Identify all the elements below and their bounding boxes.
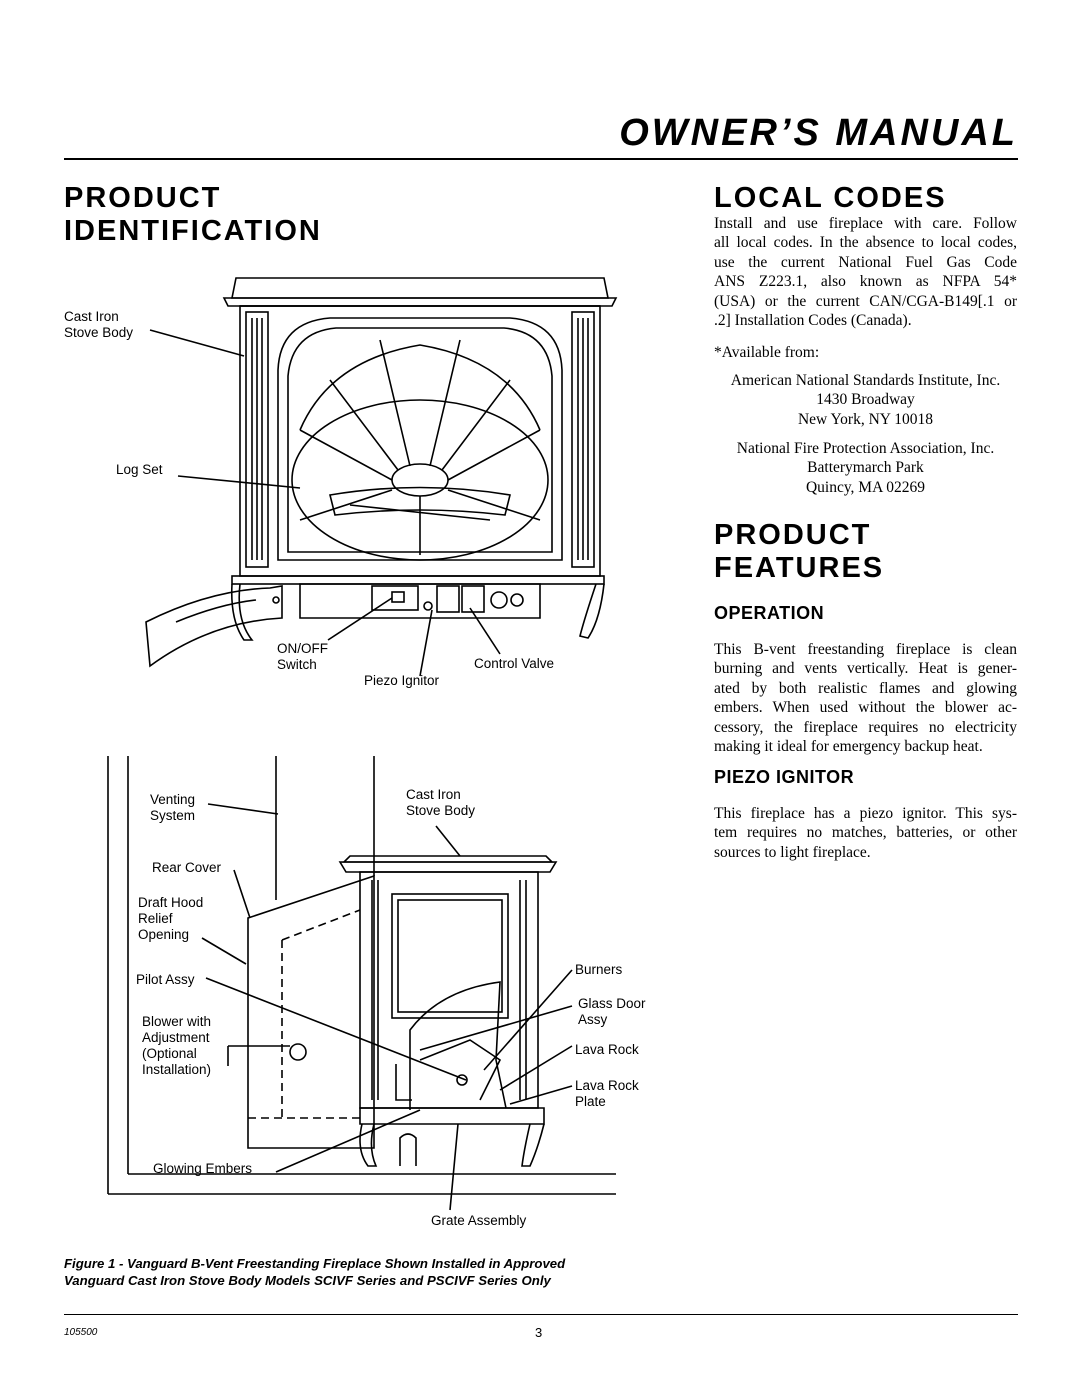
text-line: making it ideal for emergency backup hea… <box>714 738 983 756</box>
text-line: tem requires no matches, batteries, or o… <box>714 824 1017 842</box>
caption-line: Vanguard Cast Iron Stove Body Models SCI… <box>64 1273 551 1288</box>
caption-line: Figure 1 - Vanguard B-Vent Freestanding … <box>64 1256 566 1271</box>
label-glowing-embers: Glowing Embers <box>153 1161 253 1176</box>
text-line: Install and use fireplace with care. Fol… <box>714 215 1017 232</box>
text-line: (USA) or the current CAN/CGA-B149[.1 or <box>714 292 1017 310</box>
label-line: Stove Body <box>406 803 476 818</box>
label-line: Assy <box>578 1012 608 1027</box>
nfpa-address: National Fire Protection Association, In… <box>714 439 1017 497</box>
label-burners: Burners <box>575 962 623 977</box>
text-line: use the current National Fuel Gas Code <box>714 253 1017 271</box>
label-grate-assembly: Grate Assembly <box>431 1213 527 1228</box>
address-line: 1430 Broadway <box>816 391 915 409</box>
local-codes-heading: LOCAL CODES <box>714 182 947 214</box>
label-piezo-ignitor: Piezo Ignitor <box>364 673 440 688</box>
figure-caption: Figure 1 - Vanguard B-Vent Freestanding … <box>64 1255 565 1289</box>
label-line: Adjustment <box>142 1030 210 1045</box>
text-line: This fireplace has a piezo ignitor. This… <box>714 805 1017 822</box>
text-line: This B-vent freestanding fireplace is cl… <box>714 641 1017 658</box>
label-line: Glass Door <box>578 996 646 1011</box>
label-glass-door-assy: Glass Door Assy <box>578 996 646 1028</box>
text-line: ANS Z223.1, also known as NFPA 54* <box>714 273 1017 291</box>
text-line: embers. When used without the blower ac- <box>714 699 1017 717</box>
text-line: cessory, the fireplace requires no elect… <box>714 718 1017 736</box>
label-line: Switch <box>277 657 317 672</box>
label-line: Plate <box>575 1094 606 1109</box>
address-line: American National Standards Institute, I… <box>730 372 1001 389</box>
product-identification-heading: PRODUCT IDENTIFICATION <box>64 182 322 248</box>
label-line: (Optional <box>142 1046 197 1061</box>
heading-line: IDENTIFICATION <box>64 215 322 247</box>
label-log-set: Log Set <box>116 462 163 477</box>
address-line: New York, NY 10018 <box>797 410 934 428</box>
label-line: Cast Iron <box>406 787 461 802</box>
text-line: burning and vents vertically. Heat is ge… <box>714 660 1017 678</box>
address-line: Quincy, MA 02269 <box>805 478 926 496</box>
label-draft-hood-relief-opening: Draft Hood Relief Opening <box>138 895 203 943</box>
label-line: Lava Rock <box>575 1078 639 1093</box>
label-lava-rock: Lava Rock <box>575 1042 639 1057</box>
footer-rule <box>64 1314 1018 1315</box>
label-line: System <box>150 808 196 823</box>
ansi-address: American National Standards Institute, I… <box>714 371 1017 429</box>
address-line: National Fire Protection Association, In… <box>736 440 995 457</box>
label-lava-rock-plate: Lava Rock Plate <box>575 1078 639 1110</box>
local-codes-paragraph: Install and use fireplace with care. Fol… <box>714 214 1017 330</box>
label-line: Stove Body <box>64 325 134 340</box>
label-line: Cast Iron <box>64 309 119 324</box>
address-line: Batterymarch Park <box>807 459 924 477</box>
product-features-heading: PRODUCT FEATURES <box>714 519 884 585</box>
operation-heading: OPERATION <box>714 603 825 623</box>
label-line: ON/OFF <box>277 641 328 656</box>
label-control-valve: Control Valve <box>474 656 555 671</box>
label-pilot-assy: Pilot Assy <box>136 972 195 987</box>
label-line: Installation) <box>142 1062 212 1077</box>
label-cast-iron-stove-body-cutaway: Cast Iron Stove Body <box>406 787 475 819</box>
label-blower: Blower with Adjustment (Optional Install… <box>142 1014 211 1078</box>
document-number: 105500 <box>64 1327 98 1338</box>
page-number: 3 <box>535 1325 543 1340</box>
label-on-off-switch: ON/OFF Switch <box>277 641 328 673</box>
header-rule <box>64 158 1018 160</box>
label-venting-system: Venting System <box>150 792 195 824</box>
page-header-title: OWNER’S MANUAL <box>619 112 1018 154</box>
label-line: Venting <box>150 792 196 807</box>
label-line: Draft Hood <box>138 895 204 910</box>
label-cast-iron-stove-body: Cast Iron Stove Body <box>64 309 133 341</box>
text-line: ated by both realistic flames and glowin… <box>714 679 1017 697</box>
heading-line: PRODUCT <box>64 182 222 214</box>
text-line: .2] Installation Codes (Canada). <box>714 312 912 330</box>
heading-line: PRODUCT <box>714 519 872 551</box>
operation-paragraph: This B-vent freestanding fireplace is cl… <box>714 640 1017 756</box>
available-from: *Available from: <box>714 344 820 361</box>
label-line: Relief <box>138 911 173 926</box>
piezo-paragraph: This fireplace has a piezo ignitor. This… <box>714 804 1017 862</box>
text-line: all local codes. In the absence to local… <box>714 234 1017 252</box>
heading-line: FEATURES <box>714 552 885 584</box>
text-line: sources to light fireplace. <box>714 843 871 861</box>
label-rear-cover: Rear Cover <box>152 860 222 875</box>
piezo-ignitor-heading: PIEZO IGNITOR <box>714 767 855 787</box>
label-line: Blower with <box>142 1014 212 1029</box>
label-line: Opening <box>138 927 190 942</box>
